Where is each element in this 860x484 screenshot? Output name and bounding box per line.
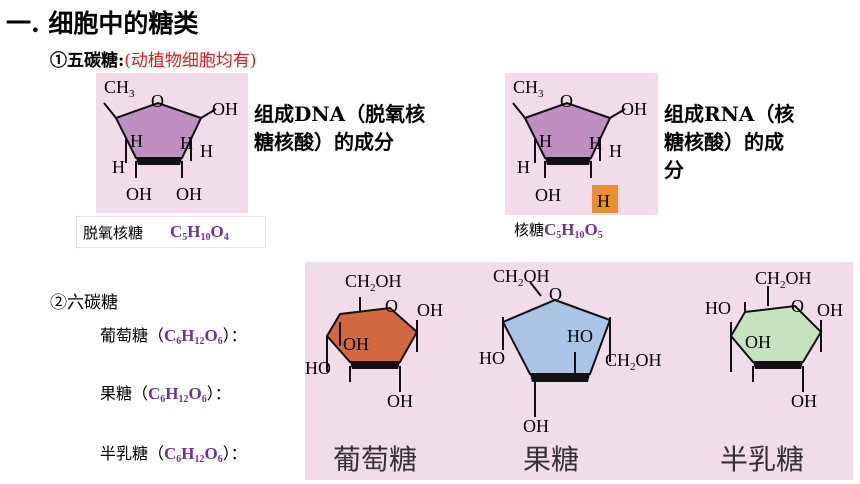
deoxyribose-structure: CH3 O OH H H H H OH OH (103, 77, 238, 204)
glucose-caption: 葡萄糖 (333, 443, 418, 476)
hexose-item-galactose: 半乳糖（C6H12O6）： (100, 440, 247, 465)
description-line: 分 (664, 158, 684, 182)
ring-oxygen-label: O (791, 296, 804, 316)
ribose-description: 组成RNA（核 糖核酸）的成 分 (664, 100, 794, 184)
hexose-formula: C6H12O6 (164, 326, 223, 347)
ch3-label: CH3 (513, 77, 544, 100)
galactose-structure: CH2OH HO O OH OH OH (705, 268, 843, 411)
hexose-item-fructose: 果糖（C6H12O6）： (100, 380, 231, 405)
deoxyribose-panel: CH3 O OH H H H H OH OH (96, 73, 248, 213)
fructose-structure: CH2OH O HO HO CH2OH OH (479, 266, 662, 436)
h-label: H (200, 141, 213, 161)
h-label: H (180, 133, 193, 153)
hexose-name: 葡萄糖（ (100, 326, 165, 345)
ribose-caption: 核糖C5H10O5 (514, 219, 603, 241)
oh-label: OH (621, 99, 647, 119)
ho-label: HO (705, 298, 731, 318)
hexose-formula: C6H12O6 (148, 384, 207, 405)
page-title: 一. 细胞中的糖类 (6, 9, 199, 38)
hexose-name: 半乳糖（ (100, 444, 165, 463)
ch2oh-label: CH2OH (493, 266, 550, 289)
glucose-structure: CH2OH O OH OH HO OH (305, 271, 443, 411)
h-label-highlighted: H (597, 191, 610, 211)
oh-label: OH (817, 300, 843, 320)
deoxyribose-formula: C5H10O4 (170, 222, 229, 243)
ring-oxygen-label: O (151, 91, 164, 111)
hexose-tail: ）： (222, 444, 247, 463)
hexose-formula: C6H12O6 (164, 444, 223, 465)
oh-label: OH (791, 391, 817, 411)
ch3-label: CH3 (104, 77, 135, 100)
pentose-label: ①五碳糖: (50, 51, 125, 71)
description-line: 糖核酸）的成分 (254, 130, 394, 154)
description-line: 组成DNA（脱氧核 (254, 102, 426, 126)
ribose-structure: CH3 O OH H H H H OH H (512, 77, 647, 213)
hexose-tail: ）： (206, 384, 231, 403)
hexose-panel: CH2OH O OH OH HO OH CH2OH O HO HO CH2OH … (305, 262, 853, 480)
deoxyribose-description: 组成DNA（脱氧核 糖核酸）的成分 (254, 100, 425, 156)
ho-label: HO (305, 358, 331, 378)
hexose-heading: ②六碳糖 (50, 293, 118, 313)
deoxyribose-name: 脱氧核糖 (83, 224, 144, 242)
deoxyribose-caption-box: 脱氧核糖 C5H10O4 (76, 216, 266, 248)
oh-label: OH (387, 391, 413, 411)
hexose-item-glucose: 葡萄糖（C6H12O6）： (100, 322, 247, 347)
ribose-panel: CH3 O OH H H H H OH H (505, 73, 658, 215)
hexose-name: 果糖（ (100, 384, 149, 403)
ribose-name: 核糖 (514, 221, 545, 239)
hexose-structures: CH2OH O OH OH HO OH CH2OH O HO HO CH2OH … (305, 266, 843, 436)
h-label: H (517, 157, 530, 177)
oh-label: OH (343, 334, 369, 354)
description-line: 糖核酸）的成 (664, 130, 784, 154)
oh-label: OH (523, 416, 549, 436)
oh-label: OH (745, 332, 771, 352)
h-label: H (589, 133, 602, 153)
ho-label: HO (567, 326, 593, 346)
h-label: H (609, 141, 622, 161)
ch2oh-label: CH2OH (755, 268, 812, 291)
fructose-caption: 果糖 (523, 443, 580, 476)
oh-label: OH (212, 99, 238, 119)
ring-oxygen-label: O (549, 284, 562, 304)
highlight-box (592, 185, 618, 213)
oh-label: OH (126, 184, 152, 204)
ribose-formula: C5H10O5 (544, 220, 603, 241)
h-label: H (112, 157, 125, 177)
pentose-heading: ①五碳糖:(动植物细胞均有) (50, 46, 257, 71)
hexose-tail: ）： (222, 326, 247, 345)
galactose-caption: 半乳糖 (720, 443, 805, 476)
ho-label: HO (479, 348, 505, 368)
description-line: 组成RNA（核 (664, 102, 795, 126)
ch2oh-label: CH2OH (345, 271, 402, 294)
oh-label: OH (176, 184, 202, 204)
ch2oh-label: CH2OH (605, 350, 662, 373)
oh-label: OH (535, 185, 561, 205)
ring-oxygen-label: O (385, 296, 398, 316)
h-label: H (130, 131, 143, 151)
oh-label: OH (417, 300, 443, 320)
h-label: H (539, 131, 552, 151)
ring-oxygen-label: O (560, 91, 573, 111)
pentose-note: (动植物细胞均有) (124, 51, 257, 71)
